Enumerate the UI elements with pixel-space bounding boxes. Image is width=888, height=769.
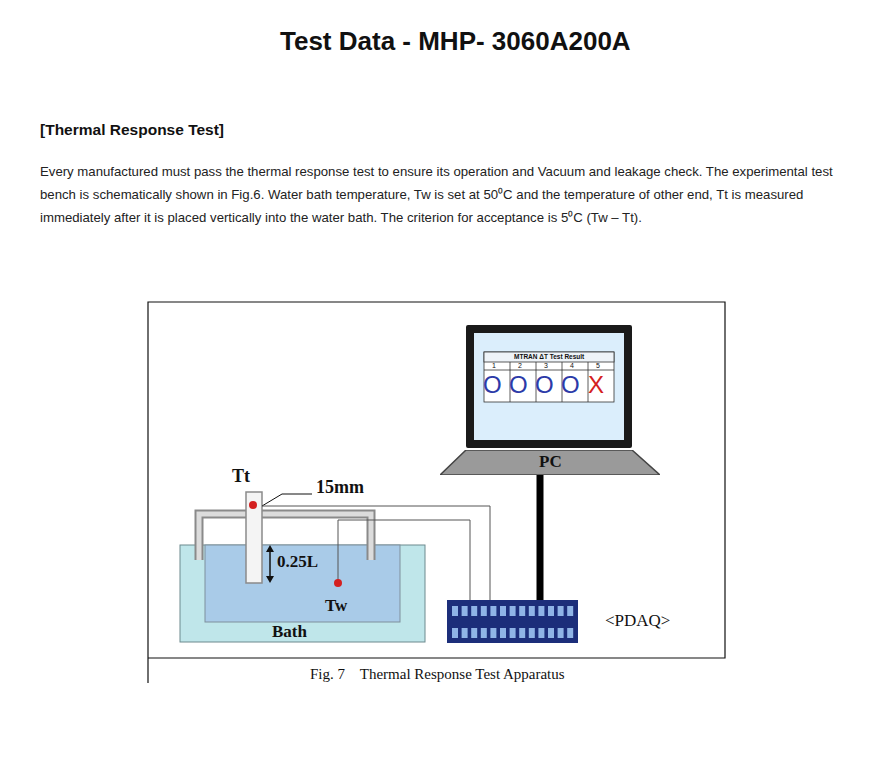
pc-base: PC <box>440 450 660 475</box>
pdaq-terminal <box>567 606 573 616</box>
page-title: Test Data - MHP- 3060A200A <box>280 26 631 57</box>
column-number: 5 <box>596 362 600 369</box>
figure-caption: Fig. 7 Thermal Response Test Apparatus <box>310 666 565 683</box>
figure-frame <box>148 302 725 683</box>
dimension-label: 15mm <box>316 477 364 498</box>
pc-base-outline <box>440 450 660 475</box>
pdaq-terminal <box>548 606 554 616</box>
leader-line <box>262 494 312 506</box>
bath-label: Bath <box>272 622 307 642</box>
pdaq-terminal <box>481 606 487 616</box>
pdaq-terminal <box>529 606 535 616</box>
pdaq-terminal <box>490 606 496 616</box>
fail-mark: X <box>588 371 604 399</box>
table-rule <box>484 370 614 371</box>
pdaq-terminal <box>481 628 487 638</box>
pass-mark: O <box>535 371 554 399</box>
pdaq-terminal <box>462 628 468 638</box>
pdaq-terminal <box>500 606 506 616</box>
column-number: 4 <box>570 362 574 369</box>
pdaq-unit: <PDAQ> <box>447 600 697 644</box>
pdaq-terminal <box>500 628 506 638</box>
data-cable <box>537 475 544 600</box>
pdaq-terminal <box>538 628 544 638</box>
pdaq-terminal <box>462 606 468 616</box>
pass-mark: O <box>483 371 502 399</box>
pdaq-terminal <box>558 606 564 616</box>
column-number: 2 <box>518 362 522 369</box>
pdaq-terminal <box>471 628 477 638</box>
pdaq-terminal <box>538 606 544 616</box>
pdaq-terminal <box>471 606 477 616</box>
pdaq-terminal <box>519 628 525 638</box>
pass-mark: O <box>561 371 580 399</box>
pdaq-terminal <box>490 628 496 638</box>
body-paragraph: Every manufactured must pass the thermal… <box>40 160 848 229</box>
pc-label: PC <box>539 452 562 472</box>
table-header <box>484 352 614 362</box>
pdaq-terminal <box>567 628 573 638</box>
pdaq-terminal <box>510 628 516 638</box>
dimension-line <box>269 547 271 581</box>
pdaq-terminal <box>519 606 525 616</box>
pdaq-body <box>447 600 578 643</box>
pdaq-terminal <box>510 606 516 616</box>
tw-wire <box>338 545 339 583</box>
pdaq-block <box>447 600 579 644</box>
pass-mark: O <box>509 371 528 399</box>
section-heading: [Thermal Response Test] <box>40 121 224 139</box>
pdaq-terminal <box>558 628 564 638</box>
pdaq-terminal <box>548 628 554 638</box>
heat-pipe <box>246 492 262 583</box>
dimension-arrows <box>266 545 274 583</box>
bath-tank <box>180 545 425 642</box>
sensor-label: Tt <box>232 466 250 487</box>
table-outline <box>484 352 614 402</box>
pdaq-terminal <box>529 628 535 638</box>
tt-sensor <box>249 501 257 509</box>
tt-wire <box>262 506 490 600</box>
tw-sensor <box>334 579 342 587</box>
sensor-wire <box>338 520 470 600</box>
pdaq-terminal <box>452 606 458 616</box>
column-number: 1 <box>492 362 496 369</box>
pdaq-terminal <box>452 628 458 638</box>
column-number: 3 <box>544 362 548 369</box>
dimension-label: 0.25L <box>277 552 318 572</box>
sensor-label: Tw <box>325 596 347 616</box>
table-title: MTRAN ΔT Test Result <box>514 353 584 360</box>
pdaq-label: <PDAQ> <box>605 611 670 631</box>
